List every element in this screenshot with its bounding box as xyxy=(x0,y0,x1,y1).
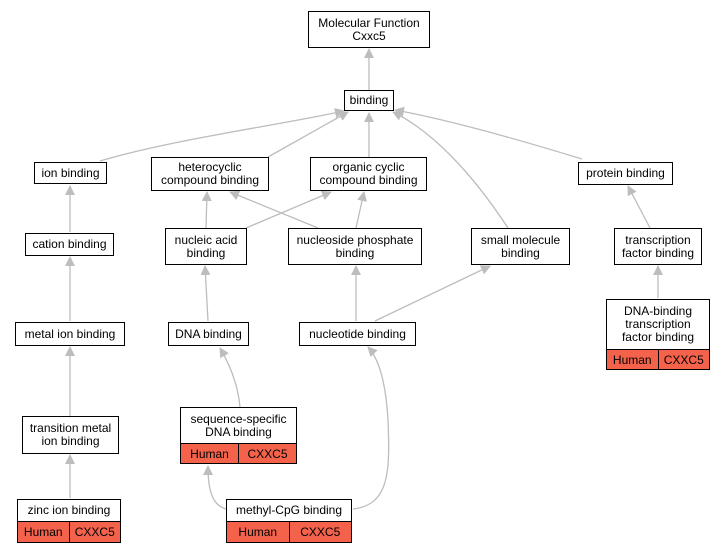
species-cell: Human xyxy=(18,522,69,542)
edge-small-molecule-to-binding xyxy=(392,111,509,229)
node-dna-binding[interactable]: DNA binding xyxy=(168,322,249,346)
node-ion-binding[interactable]: ion binding xyxy=(34,162,107,184)
gene-cell: CXXC5 xyxy=(288,522,351,542)
node-zinc-ion-binding[interactable]: zinc ion binding xyxy=(17,499,121,522)
node-label: sequence-specific DNA binding xyxy=(190,411,287,439)
node-organic-cyclic-compound-binding[interactable]: organic cyclic compound binding xyxy=(310,157,427,191)
edge-methyl-cpg-to-seq-specific xyxy=(203,465,227,510)
node-label: heterocyclic compound binding xyxy=(160,160,260,187)
gene-cell: CXXC5 xyxy=(68,522,120,542)
edge-nucleoside-phosphate-to-heterocyclic xyxy=(229,190,319,229)
node-label: nucleotide binding xyxy=(309,326,406,341)
node-label: DNA-binding transcription factor binding xyxy=(621,304,695,344)
edge-seq-specific-to-dna-binding xyxy=(219,347,241,408)
edge-nucleotide-to-small-molecule xyxy=(374,265,491,322)
node-label: organic cyclic compound binding xyxy=(319,160,418,187)
node-nucleoside-phosphate-binding[interactable]: nucleoside phosphate binding xyxy=(288,228,422,265)
node-nucleotide-binding[interactable]: nucleotide binding xyxy=(299,322,416,346)
species-cell: Human xyxy=(227,522,289,542)
node-cation-binding[interactable]: cation binding xyxy=(25,233,114,256)
node-label: Molecular Function Cxxc5 xyxy=(318,15,420,43)
node-label: methyl-CpG binding xyxy=(235,503,343,517)
edge-nucleic-acid-to-organic-cyclic xyxy=(245,190,332,229)
edge-dna-binding-to-nucleic-acid xyxy=(200,265,211,322)
node-label: binding xyxy=(349,93,389,107)
edge-heterocyclic-to-binding xyxy=(267,111,349,158)
node-label: zinc ion binding xyxy=(27,503,111,517)
gene-cell: CXXC5 xyxy=(657,350,709,369)
edge-protein-binding-to-binding xyxy=(394,106,583,160)
node-label: ion binding xyxy=(41,165,100,180)
node-binding[interactable]: binding xyxy=(344,90,394,111)
node-molecular-function[interactable]: Molecular Function Cxxc5 xyxy=(308,11,430,48)
node-transition-metal-ion-binding[interactable]: transition metal ion binding xyxy=(22,416,119,454)
node-label: cation binding xyxy=(32,237,107,251)
edge-ion-binding-to-binding xyxy=(99,108,345,162)
annotation-row: Human CXXC5 xyxy=(17,521,121,543)
node-metal-ion-binding[interactable]: metal ion binding xyxy=(15,322,125,346)
node-sequence-specific-dna-binding[interactable]: sequence-specific DNA binding xyxy=(180,407,297,444)
node-label: transition metal ion binding xyxy=(29,421,112,448)
node-label: transcription factor binding xyxy=(621,232,695,260)
node-transcription-factor-binding[interactable]: transcription factor binding xyxy=(614,228,702,265)
node-label: DNA binding xyxy=(175,326,242,341)
node-methyl-cpg-binding[interactable]: methyl-CpG binding xyxy=(226,499,352,522)
edge-nucleic-acid-to-heterocyclic xyxy=(201,191,212,229)
node-label: small molecule binding xyxy=(480,232,561,260)
annotation-row: Human CXXC5 xyxy=(180,443,297,464)
node-small-molecule-binding[interactable]: small molecule binding xyxy=(471,228,570,265)
node-label: protein binding xyxy=(586,166,665,180)
edge-tf-binding-to-protein-binding xyxy=(627,185,651,229)
edge-nucleoside-phosphate-to-organic-cyclic xyxy=(355,191,367,229)
edge-methyl-cpg-to-nucleotide xyxy=(352,346,390,510)
species-cell: Human xyxy=(607,350,658,369)
node-label: metal ion binding xyxy=(24,326,116,341)
node-nucleic-acid-binding[interactable]: nucleic acid binding xyxy=(165,228,247,265)
node-label: nucleoside phosphate binding xyxy=(296,232,414,260)
gene-cell: CXXC5 xyxy=(238,444,296,463)
node-dna-binding-transcription-factor-binding[interactable]: DNA-binding transcription factor binding xyxy=(606,299,710,350)
species-cell: Human xyxy=(181,444,238,463)
node-label: nucleic acid binding xyxy=(174,232,238,260)
annotation-row: Human CXXC5 xyxy=(606,349,710,370)
node-heterocyclic-compound-binding[interactable]: heterocyclic compound binding xyxy=(151,157,269,191)
node-protein-binding[interactable]: protein binding xyxy=(578,162,673,185)
annotation-row: Human CXXC5 xyxy=(226,521,352,543)
